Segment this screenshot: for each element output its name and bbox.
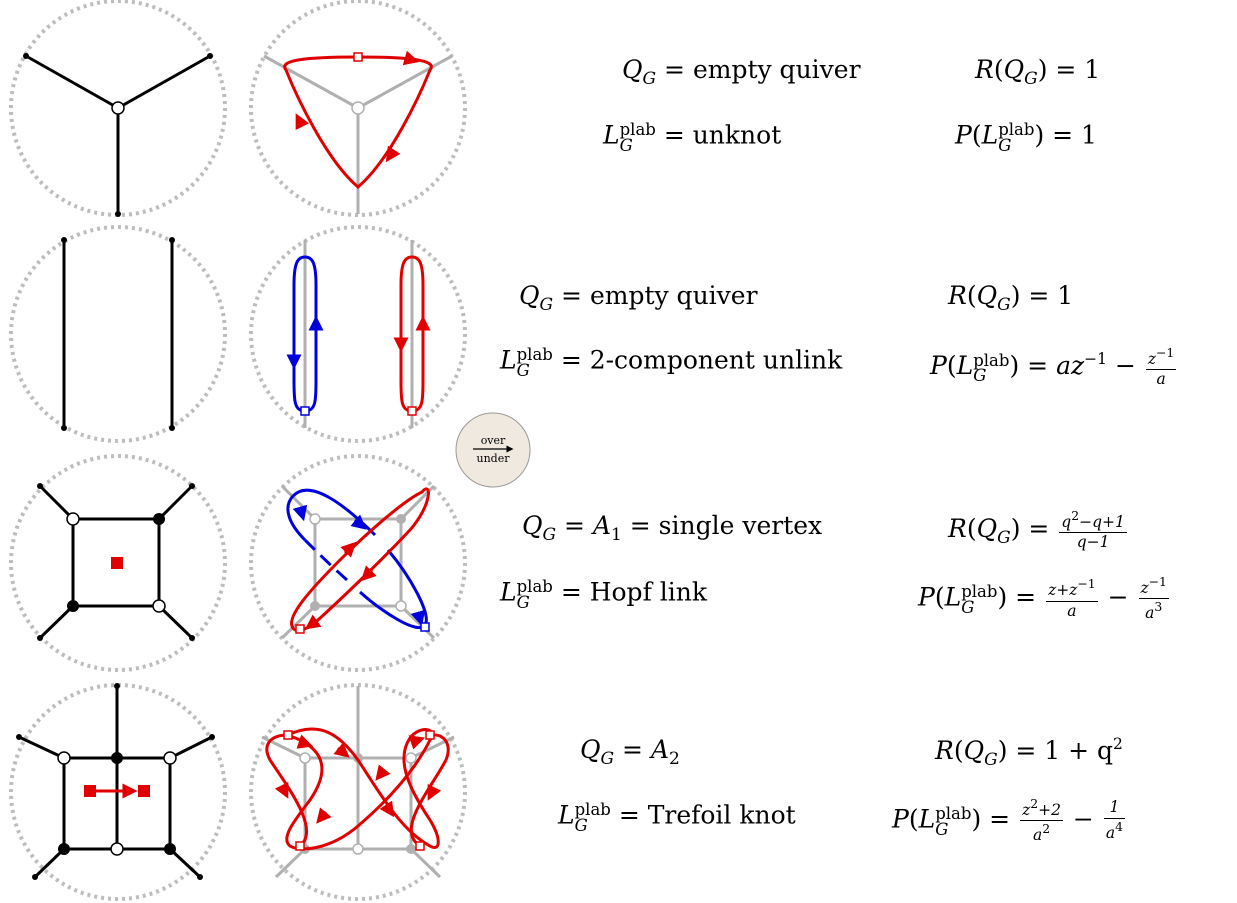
- plabic-graph-row4: [9, 683, 227, 901]
- row2-quiver-eq: QG = empty quiver: [519, 281, 758, 315]
- row1-r-eq: R(QG) = 1: [975, 55, 1101, 89]
- plabic-link-row4: [249, 683, 467, 901]
- plabic-link-row1: [249, 0, 467, 217]
- over-under-legend: [455, 412, 531, 488]
- row1-quiver-eq: QG = empty quiver: [622, 55, 861, 89]
- legend-over-label: over: [480, 434, 506, 447]
- plabic-link-row3: [249, 454, 467, 672]
- row3-quiver-eq: QG = A1 = single vertex: [522, 511, 823, 545]
- plabic-graph-row2: [9, 225, 227, 443]
- legend-under-label: under: [476, 452, 510, 465]
- plabic-graph-row1: [9, 0, 227, 217]
- row2-r-eq: R(QG) = 1: [948, 281, 1074, 315]
- row4-quiver-eq: QG = A2: [580, 735, 680, 769]
- plabic-graph-row3: [9, 454, 227, 672]
- row4-r-eq: R(QG) = 1 + q2: [935, 735, 1123, 770]
- plabic-link-row2: [249, 225, 467, 443]
